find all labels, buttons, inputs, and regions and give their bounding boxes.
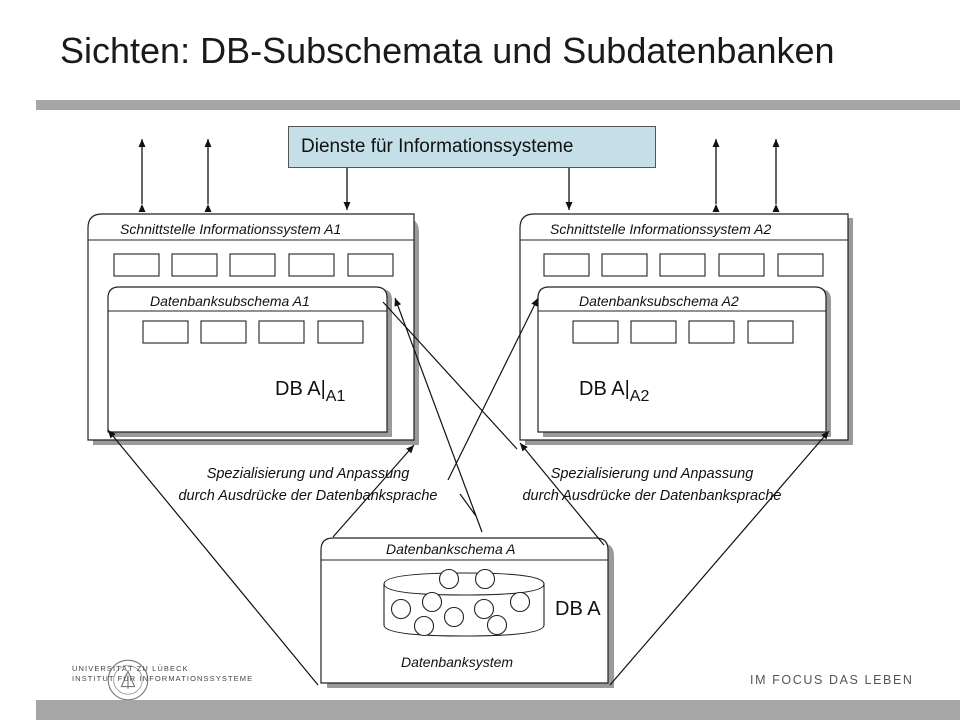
db-a1-main: DB A| [275, 378, 326, 400]
footer-bar [36, 700, 960, 720]
subschema-a1-slots [142, 320, 364, 344]
subschema-slot [200, 320, 247, 344]
schema-a-label: Datenbankschema A [386, 541, 516, 557]
subschema-slot [630, 320, 677, 344]
caption-right-line1: Spezialisierung und Anpassung [550, 466, 754, 482]
mapping-line [332, 444, 415, 538]
data-object [438, 568, 460, 590]
view-a1 [87, 213, 419, 445]
mapping-line [459, 493, 477, 517]
interface-slot [113, 253, 160, 277]
subschema-slot [317, 320, 364, 344]
interface-slot [777, 253, 824, 277]
db-a2-sub: A2 [629, 388, 650, 405]
interface-a2-slots [543, 253, 824, 277]
database-system-label: Datenbanksystem [401, 654, 514, 670]
mapping-line [107, 429, 319, 686]
data-object [474, 568, 496, 590]
mapping-lines [107, 297, 830, 686]
caption-right-line2: durch Ausdrücke der Datenbanksprache [522, 488, 782, 504]
subschema-slot [258, 320, 305, 344]
caption-left-line1: Spezialisierung und Anpassung [206, 466, 410, 482]
slogan: IM FOCUS DAS LEBEN [750, 673, 914, 687]
caption-right: Spezialisierung und Anpassung durch Ausd… [482, 463, 822, 507]
interface-slot [171, 253, 218, 277]
mapping-line [447, 297, 539, 481]
subschema-a2-label: Datenbanksubschema A2 [579, 293, 739, 309]
interface-slot [659, 253, 706, 277]
services-label: Dienste für Informationssysteme [301, 136, 574, 157]
db-a1-label: DB A|A1 [275, 378, 345, 406]
data-object [486, 614, 508, 636]
data-object [443, 606, 465, 628]
slide-title: Sichten: DB-Subschemata und Subdatenbank… [60, 30, 835, 71]
schema-a [320, 537, 614, 688]
interface-slot [601, 253, 648, 277]
interface-slot [543, 253, 590, 277]
caption-left-line2: durch Ausdrücke der Datenbanksprache [178, 488, 438, 504]
data-object [421, 591, 443, 613]
university-seal-icon [107, 659, 149, 701]
subschema-slot [688, 320, 735, 344]
view-a2 [519, 213, 853, 445]
db-a1-sub: A1 [325, 388, 346, 405]
interface-a1-label: Schnittstelle Informationssystem A1 [120, 221, 342, 237]
subschema-slot [747, 320, 794, 344]
services-box: Dienste für Informationssysteme [288, 126, 656, 168]
subschema-slot [142, 320, 189, 344]
subschema-a2-slots [572, 320, 794, 344]
db-a-label: DB A [555, 598, 601, 620]
data-objects [390, 568, 531, 637]
interface-a1-slots [113, 253, 394, 277]
db-a2-main: DB A| [579, 378, 630, 400]
mapping-line [519, 442, 605, 546]
university-line1: UNIVERSITÄT ZU LÜBECK [72, 664, 189, 673]
data-object [509, 591, 531, 613]
interface-slot [229, 253, 276, 277]
interface-slot [288, 253, 335, 277]
caption-left: Spezialisierung und Anpassung durch Ausd… [138, 463, 478, 507]
database-cylinder-rim [383, 583, 545, 596]
data-object [390, 598, 412, 620]
subschema-slot [572, 320, 619, 344]
mapping-line [394, 297, 483, 533]
university-name: UNIVERSITÄT ZU LÜBECK INSTITUT FÜR INFOR… [72, 664, 253, 684]
interface-slot [347, 253, 394, 277]
data-object [473, 598, 495, 620]
data-object [413, 615, 435, 637]
mapping-line [609, 430, 830, 686]
university-line2: INSTITUT FÜR INFORMATIONSSYSTEME [72, 674, 254, 683]
external-arrows [138, 139, 780, 212]
db-a2-label: DB A|A2 [579, 378, 649, 406]
mapping-line [382, 301, 518, 450]
interface-slot [718, 253, 765, 277]
interface-a2-label: Schnittstelle Informationssystem A2 [550, 221, 772, 237]
title-rule [36, 100, 960, 110]
subschema-a1-label: Datenbanksubschema A1 [150, 293, 310, 309]
